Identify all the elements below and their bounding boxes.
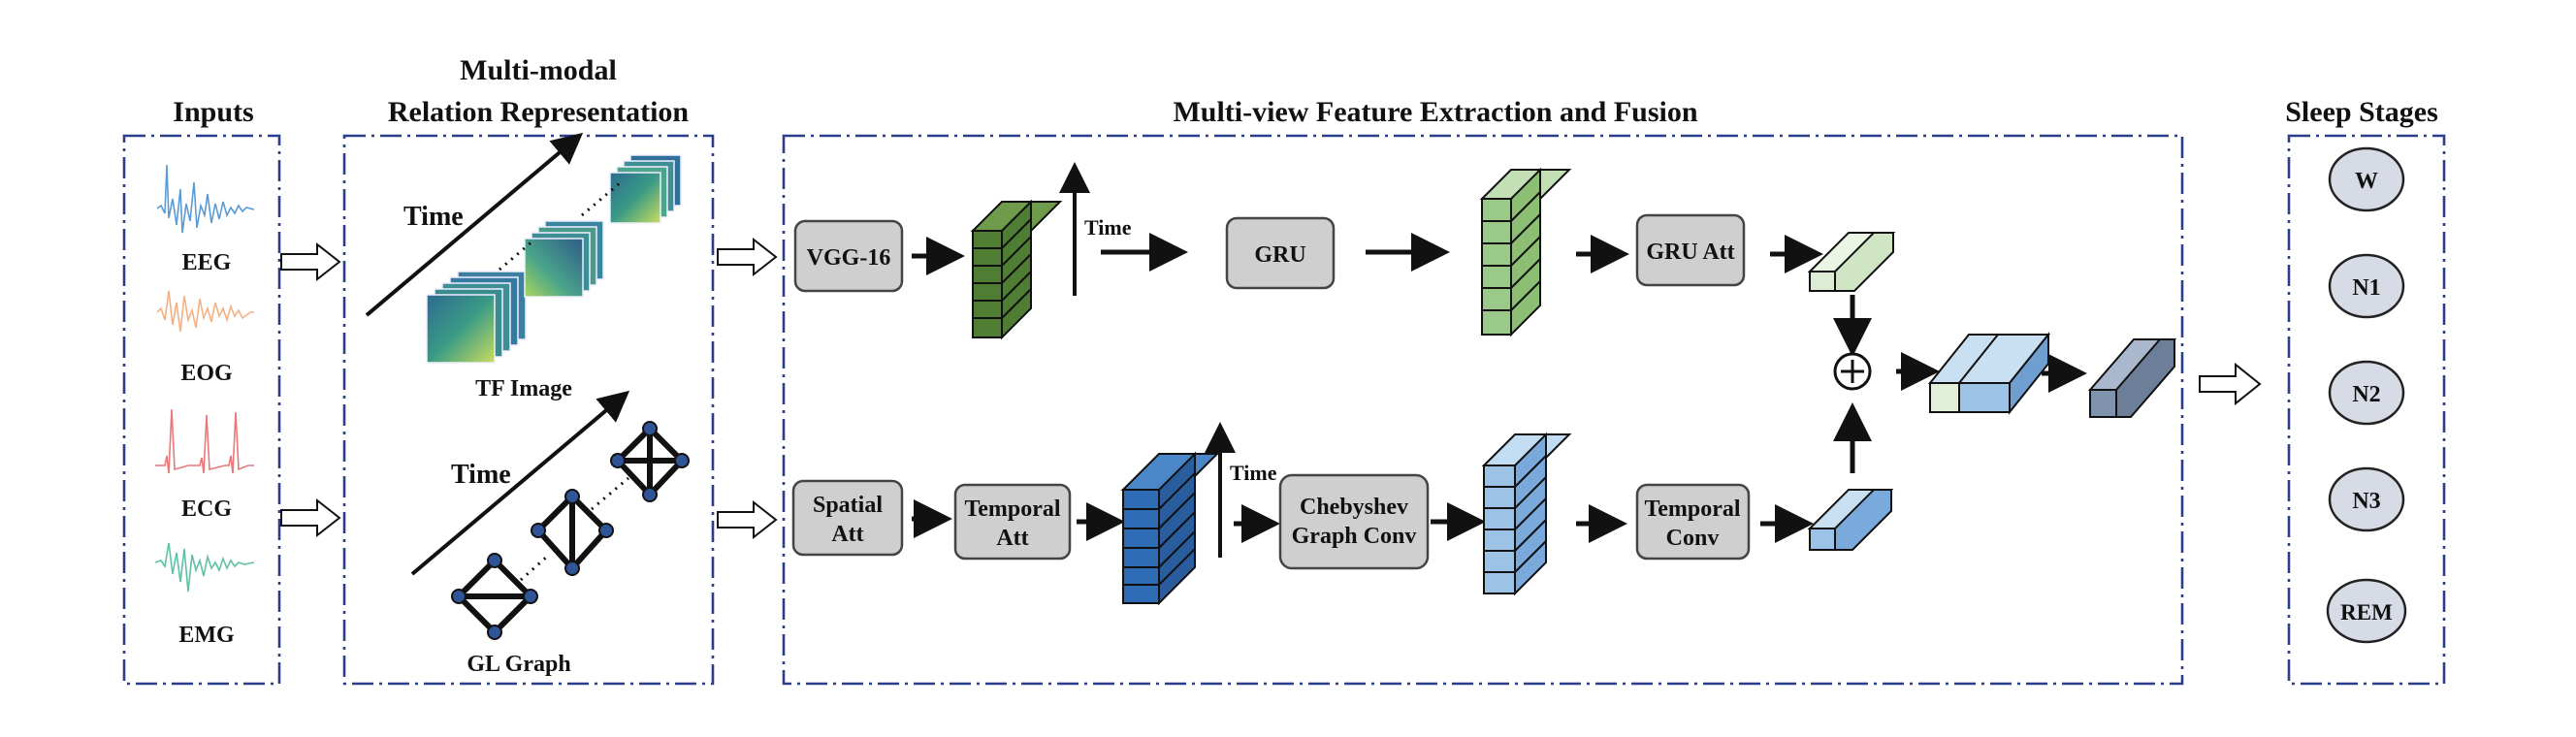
stage-label: N3: [2352, 489, 2380, 514]
eog-signal-icon: [156, 290, 254, 333]
hollow-arrow-icon: [717, 499, 778, 540]
gru-att-block: [1635, 213, 1746, 287]
gru-block: [1225, 216, 1336, 290]
temporal-conv-label-2: Conv: [1666, 526, 1720, 551]
graph-icon-large: [451, 553, 538, 640]
blue-feature-cube: [1120, 451, 1220, 606]
stage-n1: N1: [2328, 253, 2405, 319]
dotted-connector: [591, 476, 629, 511]
gru-label: GRU: [1254, 242, 1305, 268]
gl-graph-label: GL Graph: [467, 652, 570, 677]
chebyshev-graph-conv-block: [1278, 473, 1430, 570]
relation-panel: [342, 134, 715, 686]
eeg-signal-icon: [156, 164, 255, 234]
fused-feature-bar: [1927, 332, 2051, 415]
gru-att-label: GRU Att: [1646, 240, 1734, 265]
stage-n2: N2: [2328, 360, 2405, 426]
light-green-feature-cube: [1479, 167, 1572, 337]
time-axis-arrow: [410, 390, 630, 576]
temporal-att-label-1: Temporal: [964, 497, 1060, 522]
temporal-conv-block: [1635, 483, 1751, 561]
stage-label: N1: [2352, 275, 2380, 301]
light-blue-feature-cube: [1481, 432, 1572, 596]
hollow-arrow-icon: [2199, 362, 2262, 406]
chebyshev-label-2: Graph Conv: [1292, 524, 1417, 549]
eog-label: EOG: [180, 361, 233, 386]
light-blue-vector: [1807, 489, 1894, 551]
stage-label: N2: [2352, 382, 2380, 407]
tf-image-stack-mid: [524, 220, 604, 298]
inputs-title: Inputs: [173, 96, 253, 128]
relation-title-line2: Relation Representation: [388, 96, 690, 128]
ecg-label: ECG: [181, 497, 232, 522]
hollow-arrow-icon: [717, 237, 778, 277]
stage-n3: N3: [2328, 466, 2405, 532]
tf-image-stack-small: [609, 154, 682, 224]
hollow-arrow-icon: [280, 241, 341, 282]
inputs-panel: [122, 134, 281, 686]
gl-time-label: Time: [451, 460, 511, 490]
vgg16-block: [793, 219, 904, 293]
temporal-att-block: [953, 483, 1072, 561]
chebyshev-label-1: Chebyshev: [1300, 495, 1408, 520]
feature-title: Multi-view Feature Extraction and Fusion: [1173, 96, 1697, 128]
hollow-arrow-icon: [280, 497, 341, 538]
relation-title-line1: Multi-modal: [460, 54, 617, 86]
eeg-label: EEG: [182, 250, 232, 275]
dotted-connector: [520, 554, 549, 582]
feature-panel: [782, 134, 2184, 686]
bottom-time-label: Time: [1230, 461, 1277, 485]
dotted-connector: [581, 180, 622, 217]
emg-label: EMG: [178, 623, 235, 648]
graph-icon-small: [610, 421, 690, 502]
top-time-label: Time: [1084, 215, 1132, 240]
spatial-att-label-1: Spatial: [813, 493, 883, 518]
stage-rem: REM: [2326, 578, 2407, 644]
pale-green-vector: [1807, 232, 1896, 292]
temporal-conv-label-1: Temporal: [1644, 497, 1740, 522]
graph-icon-mid: [531, 489, 614, 576]
emg-signal-icon: [154, 542, 255, 593]
tf-image-stack-large: [426, 271, 527, 364]
temporal-att-label-2: Att: [996, 526, 1028, 551]
time-axis-arrow: [365, 132, 584, 317]
spatial-att-label-2: Att: [831, 522, 863, 547]
vgg16-label: VGG-16: [807, 245, 891, 271]
ecg-signal-icon: [155, 408, 254, 474]
output-vector: [2087, 338, 2177, 418]
spatial-att-block: [791, 479, 904, 557]
stages-panel: [2287, 134, 2446, 686]
tf-image-label: TF Image: [475, 376, 572, 401]
stages-title: Sleep Stages: [2285, 96, 2438, 128]
tf-time-label: Time: [403, 202, 464, 232]
stage-label: W: [2355, 169, 2378, 194]
green-feature-cube: [970, 199, 1063, 340]
stage-label: REM: [2340, 600, 2393, 625]
stage-w: W: [2328, 146, 2405, 212]
